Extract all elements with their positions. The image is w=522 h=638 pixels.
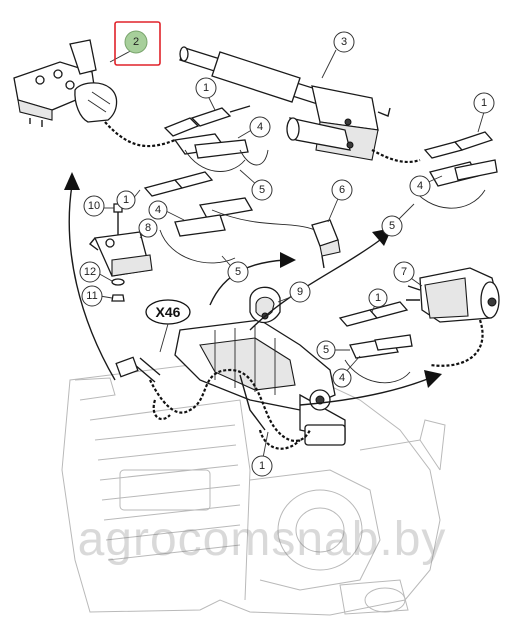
- connector-x46-callout: X46: [145, 299, 191, 353]
- clamp-bracket: [249, 286, 281, 324]
- callout-7[interactable]: [393, 261, 415, 283]
- callout-1-right[interactable]: [473, 92, 495, 114]
- linear-actuator: [179, 46, 421, 164]
- connector-set-top-right: [409, 131, 498, 209]
- callout-4-top[interactable]: [249, 116, 271, 138]
- callout-4-lower-label: 4: [339, 372, 345, 384]
- connector-set-lower-right: [338, 301, 413, 384]
- wiring-harness: [115, 356, 311, 450]
- flow-arrows: [64, 172, 442, 406]
- callout-9-label: 9: [297, 286, 303, 298]
- callout-3[interactable]: [333, 31, 355, 53]
- callout-2-label: 2: [133, 36, 139, 48]
- lift-linkage-assembly: [174, 319, 346, 446]
- callout-8-label: 8: [145, 222, 151, 234]
- callout-1-middle[interactable]: [116, 190, 136, 210]
- callout-3-label: 3: [341, 36, 347, 48]
- callout-5-lower-label: 5: [323, 344, 329, 356]
- callout-8[interactable]: [138, 218, 158, 238]
- connector-set-top-center: [163, 105, 269, 172]
- callout-4-top-label: 4: [257, 121, 263, 133]
- callout-5-right[interactable]: [381, 215, 403, 237]
- callout-1-bottom[interactable]: [251, 455, 273, 477]
- callout-4-right-label: 4: [417, 180, 423, 192]
- callout-5-right-label: 5: [389, 220, 395, 232]
- callout-12[interactable]: [79, 261, 101, 283]
- callout-4-middle-label: 4: [155, 204, 161, 216]
- callout-6[interactable]: [331, 179, 353, 201]
- callout-1-lower[interactable]: [368, 288, 388, 308]
- callout-6-label: 6: [339, 184, 345, 196]
- callout-1-top-label: 1: [203, 82, 209, 94]
- callout-bubbles: 2 3 1 4 5 1 4 5 10 1 8 4 6 5 12 11 9: [79, 21, 495, 477]
- control-motor-assembly: [13, 39, 176, 148]
- callout-10-label: 10: [88, 200, 100, 212]
- callout-5-top[interactable]: [251, 179, 273, 201]
- callout-1-right-label: 1: [481, 97, 487, 109]
- callout-9[interactable]: [289, 281, 311, 303]
- callout-4-lower[interactable]: [332, 368, 352, 388]
- tractor-body-outline: [61, 359, 446, 616]
- callout-7-label: 7: [401, 266, 407, 278]
- callout-2[interactable]: [124, 30, 148, 54]
- callout-1-bottom-label: 1: [259, 460, 265, 472]
- connector-set-middle: [88, 171, 341, 302]
- callout-12-label: 12: [84, 266, 96, 278]
- callout-11-label: 11: [86, 290, 97, 302]
- callout-5-middle[interactable]: [227, 261, 249, 283]
- callout-1-lower-label: 1: [375, 292, 381, 304]
- highlight-box: [114, 21, 161, 66]
- callout-1-top[interactable]: [195, 77, 217, 99]
- callout-5-top-label: 5: [259, 184, 265, 196]
- electric-motor: [406, 267, 500, 367]
- callout-1-middle-label: 1: [123, 194, 129, 206]
- callout-4-middle[interactable]: [148, 200, 168, 220]
- callout-10[interactable]: [83, 195, 105, 217]
- callout-4-right[interactable]: [409, 175, 431, 197]
- callout-11[interactable]: [81, 285, 103, 307]
- callout-5-lower[interactable]: [316, 340, 336, 360]
- callout-5-middle-label: 5: [235, 266, 241, 278]
- connector-x46-label: X46: [156, 304, 181, 320]
